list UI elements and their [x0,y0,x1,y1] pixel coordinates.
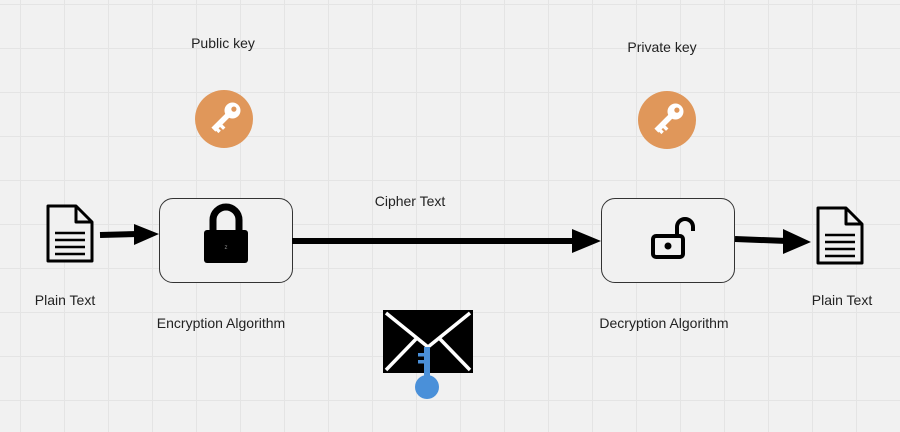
arrow-cipher-text [292,229,601,253]
arrow-to-plain-text [734,229,811,254]
decryption-algorithm-label: Decryption Algorithm [599,315,729,331]
decryption-box [601,198,735,283]
envelope-with-key-icon [383,310,473,399]
padlock-open-icon [651,217,695,259]
encryption-algorithm-label: Encryption Algorithm [156,315,286,331]
document-icon [816,206,864,265]
encryption-box: z [159,198,293,283]
public-key-label: Public key [191,35,255,51]
arrow-to-encryption [99,224,159,245]
key-icon [415,347,439,399]
document-icon [46,204,94,263]
key-icon [654,103,684,135]
private-key-badge [638,91,696,149]
public-key-badge [195,90,253,148]
cipher-text-label: Cipher Text [374,193,446,209]
padlock-closed-icon: z [204,203,248,263]
key-icon [211,102,241,134]
private-key-label: Private key [627,39,697,55]
plain-text-left-label: Plain Text [34,292,96,308]
svg-text:z: z [225,245,228,251]
plain-text-right-label: Plain Text [811,292,873,308]
